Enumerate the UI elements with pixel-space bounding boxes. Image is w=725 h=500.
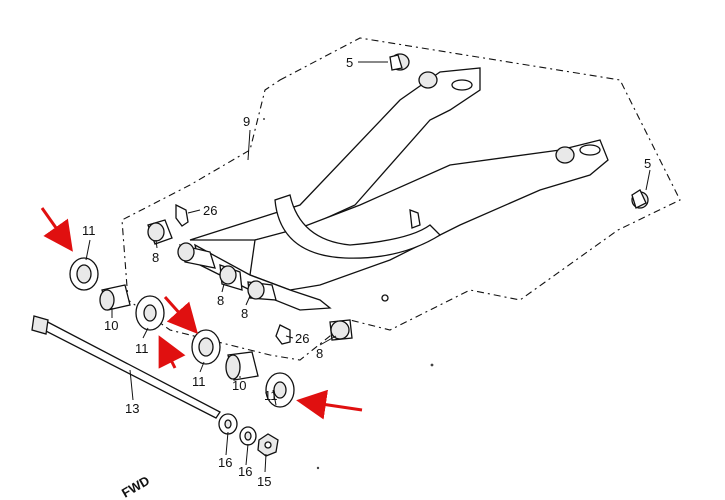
speck bbox=[430, 363, 434, 367]
callout-16-b: 16 bbox=[238, 464, 252, 479]
callout-8-a: 8 bbox=[152, 250, 159, 265]
callout-16-a: 16 bbox=[218, 455, 232, 470]
red-arrow-seal-left bbox=[40, 207, 73, 252]
callout-11-left: 11 bbox=[82, 223, 96, 238]
collar-8-c bbox=[219, 264, 243, 291]
sleeve-10-left bbox=[99, 284, 131, 311]
collar-8-d bbox=[247, 280, 277, 301]
red-arrow-bearing-mid bbox=[158, 335, 186, 369]
bearing-11-mid bbox=[135, 295, 165, 331]
callout-26-bottom: 26 bbox=[295, 331, 309, 346]
callout-8-b: 8 bbox=[217, 293, 224, 308]
washer-16-b bbox=[239, 426, 257, 446]
red-arrows bbox=[40, 207, 363, 420]
speck bbox=[316, 466, 320, 470]
callout-11-center: 11 bbox=[192, 374, 206, 389]
sleeve-10-right bbox=[225, 351, 259, 381]
collar-8-e bbox=[329, 319, 353, 341]
bearing-11-right bbox=[265, 372, 295, 408]
callout-8-d: 8 bbox=[316, 346, 323, 361]
grease-fitting-26-bottom bbox=[275, 324, 291, 345]
pivot-bolt-13 bbox=[31, 315, 221, 419]
callout-5-right: 5 bbox=[644, 156, 651, 171]
fwd-indicator: FWD bbox=[119, 473, 152, 500]
callout-10-right: 10 bbox=[232, 378, 246, 393]
red-arrow-bearing-right bbox=[296, 389, 363, 420]
callout-11-mid: 11 bbox=[135, 341, 149, 356]
nut-15 bbox=[257, 433, 279, 457]
callout-13: 13 bbox=[125, 401, 139, 416]
callout-26-top: 26 bbox=[203, 203, 217, 218]
callout-5-top: 5 bbox=[346, 55, 353, 70]
speck bbox=[263, 118, 265, 120]
red-arrow-seal-center bbox=[163, 296, 198, 334]
callout-10-left: 10 bbox=[104, 318, 118, 333]
bushing-5-top bbox=[389, 53, 410, 71]
swingarm bbox=[189, 67, 609, 311]
callout-8-c: 8 bbox=[241, 306, 248, 321]
collar-8-b bbox=[177, 242, 216, 269]
collar-8-a bbox=[147, 219, 173, 245]
grease-fitting-26-top bbox=[175, 203, 189, 227]
assembly-boundary bbox=[121, 37, 681, 361]
callout-9: 9 bbox=[243, 114, 250, 129]
seal-11-center bbox=[191, 329, 221, 365]
washer-16-a bbox=[218, 413, 238, 435]
leader-lines bbox=[85, 61, 651, 473]
callout-15: 15 bbox=[257, 474, 271, 489]
callout-11-right: 11 bbox=[264, 388, 278, 403]
seal-11-left bbox=[69, 257, 99, 291]
bushing-5-right bbox=[631, 189, 649, 209]
